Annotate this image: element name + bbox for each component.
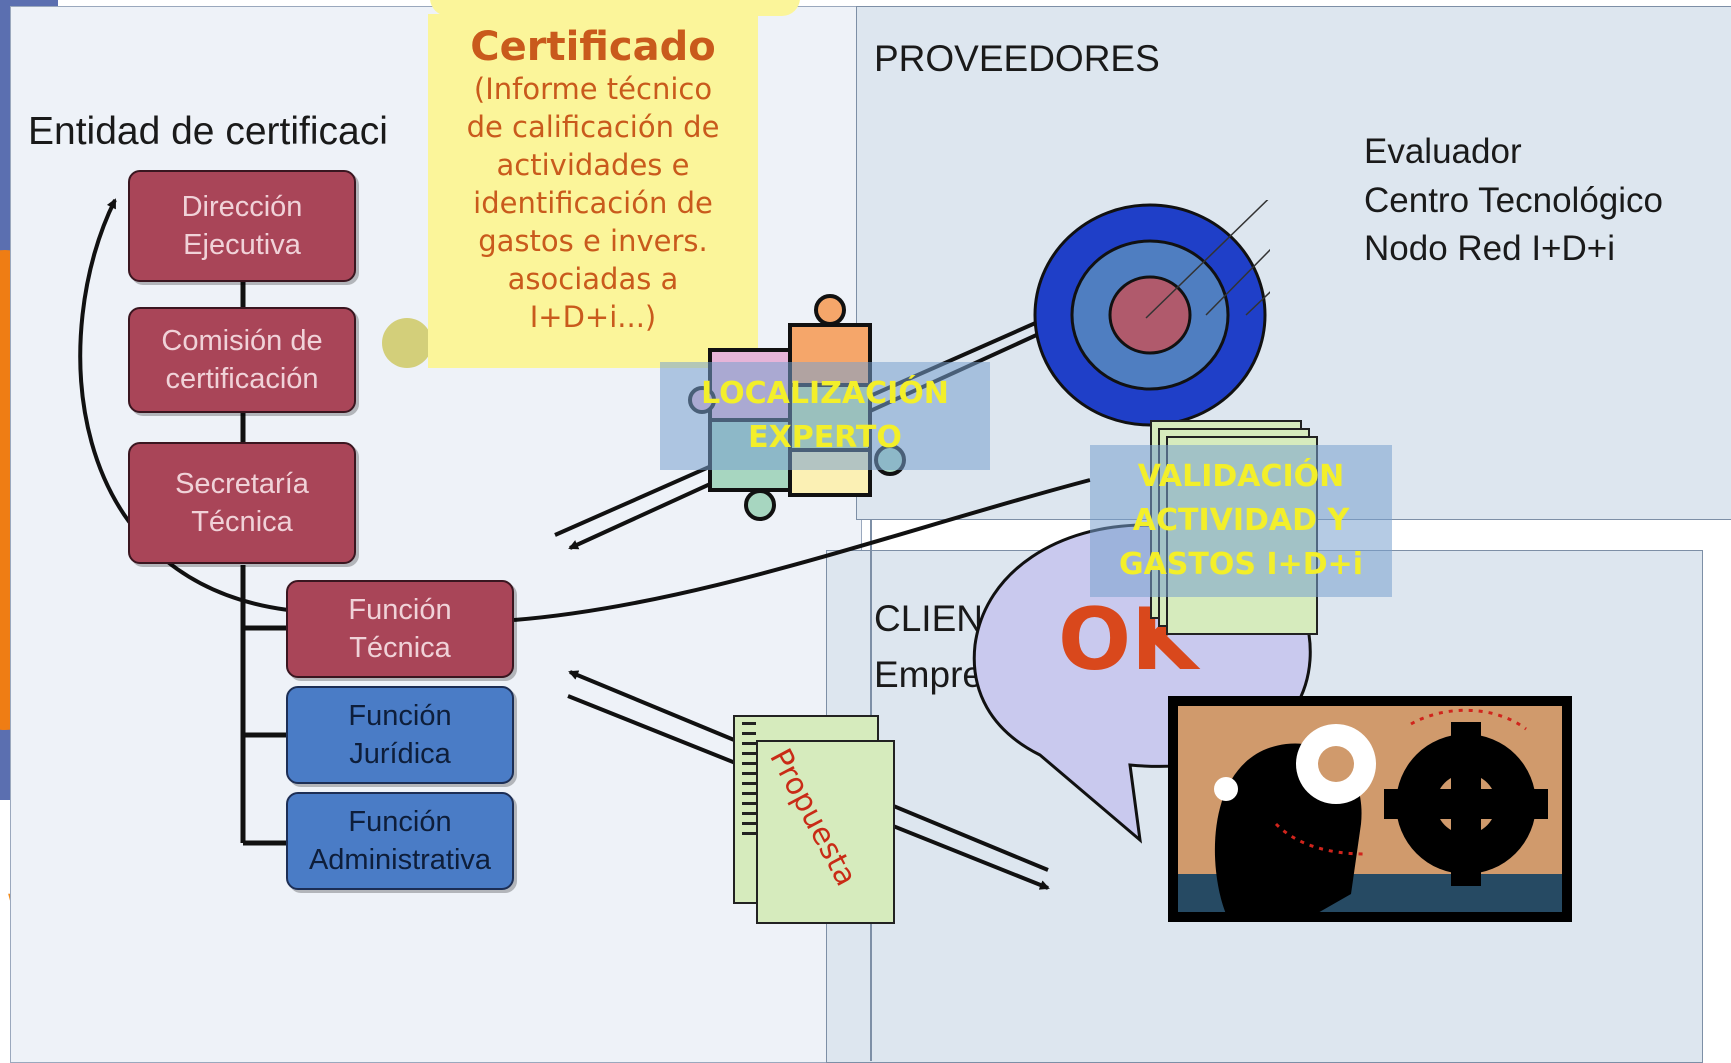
proposal-checklist [742, 722, 756, 842]
proposal-doc-front [756, 740, 895, 924]
target-label-nodo: Nodo Red I+D+i [1364, 229, 1615, 268]
target-icon [1033, 200, 1270, 427]
clients-title: CLIEN [874, 598, 983, 639]
target-label-evaluador: Evaluador [1364, 132, 1522, 171]
clients-subtitle: Empre [874, 654, 983, 695]
providers-title: PROVEEDORES [874, 38, 1160, 79]
note-title: Certificado [470, 24, 716, 70]
entity-title: Entidad de certificaci [28, 110, 388, 153]
note-curl-left [382, 318, 432, 368]
target-label-centro: Centro Tecnológico [1364, 181, 1663, 220]
client-thinking-icon [1168, 696, 1572, 922]
note-curl-top [430, 0, 800, 16]
